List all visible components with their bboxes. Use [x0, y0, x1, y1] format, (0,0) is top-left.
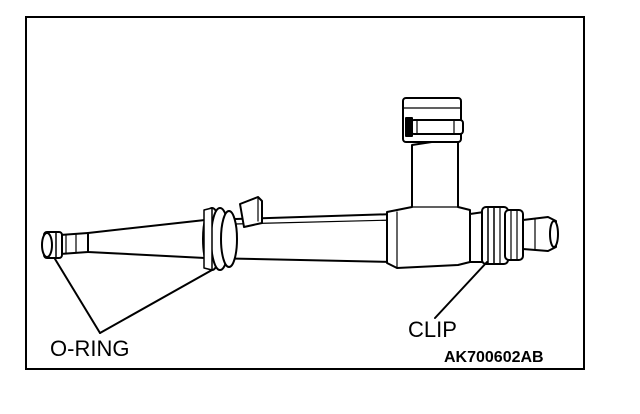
leader-lines [54, 258, 488, 334]
oring-leader-right [99, 269, 213, 334]
oring-leader-left [54, 258, 101, 334]
figure-frame [25, 16, 585, 370]
figure-code-label: AK700602AB [444, 349, 544, 366]
o-ring-label: O-RING [50, 336, 130, 361]
clip-leader [434, 261, 488, 319]
o-ring-flange [202, 207, 238, 271]
main-pipe [87, 213, 396, 263]
retaining-tab [239, 196, 263, 228]
t-junction [386, 137, 471, 269]
clip-connector [469, 206, 559, 265]
top-connector [402, 97, 464, 143]
clip-label: CLIP [408, 317, 457, 342]
left-nipple [41, 231, 89, 259]
